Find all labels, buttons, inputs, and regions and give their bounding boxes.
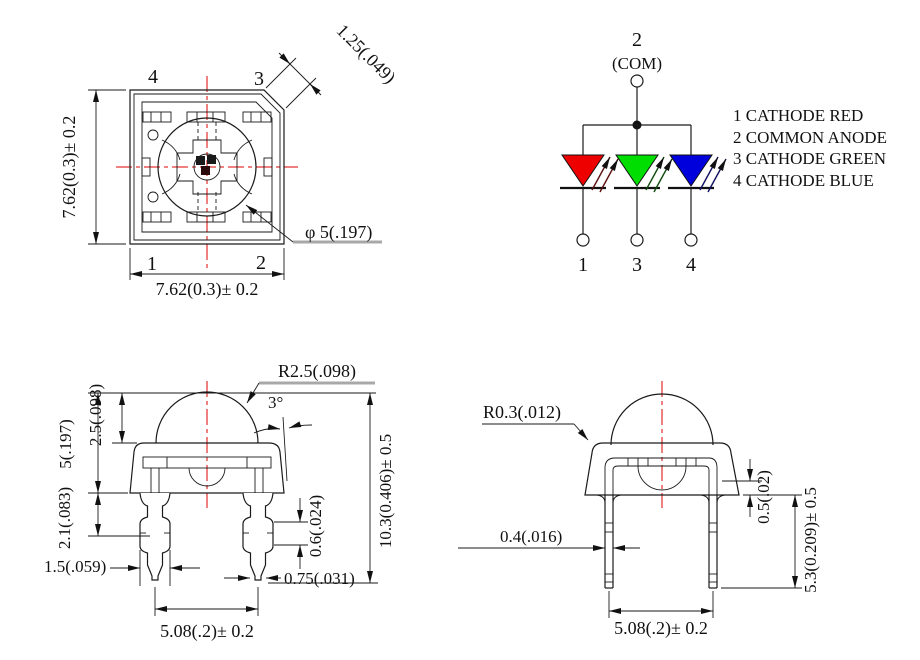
schematic: 2 (COM) 1 3 4 1 CA bbox=[560, 29, 887, 276]
top-view: 4 3 1 2 7.62(0.3)± 0.2 7.62(0.3)± 0.2 1.… bbox=[59, 20, 400, 300]
dim-corner-radius: R0.3(.012) bbox=[483, 402, 561, 423]
leadframe-outer bbox=[604, 457, 718, 495]
lead-left bbox=[604, 495, 614, 589]
hidden-lines bbox=[197, 122, 217, 212]
frame-notch-right bbox=[263, 157, 273, 177]
lead-right bbox=[708, 495, 718, 589]
leadframe-bar bbox=[142, 456, 272, 469]
lens-circle bbox=[157, 117, 257, 217]
schematic-pin-1: 1 bbox=[578, 254, 588, 276]
dim-standoff: 0.5(.02) bbox=[754, 470, 773, 524]
led-green-triangle bbox=[615, 154, 659, 187]
emission-arrows bbox=[591, 156, 727, 193]
body bbox=[584, 442, 740, 496]
pin-label-2: 2 bbox=[256, 252, 266, 274]
frame-hole-top bbox=[147, 129, 159, 141]
dim-dome-height: 2.5(.098) bbox=[86, 384, 105, 446]
schematic-pin-3: 3 bbox=[632, 254, 642, 276]
dim-dome-radius: R2.5(.098) bbox=[278, 361, 356, 382]
dome bbox=[155, 391, 259, 444]
dim-total-height: 10.3(0.406)± 0.5 bbox=[376, 434, 395, 548]
die-chip-3 bbox=[201, 166, 210, 175]
led-red-triangle bbox=[561, 154, 605, 187]
schematic-pin-2: 2 bbox=[632, 29, 642, 51]
legend-line-2: 2 COMMON ANODE bbox=[733, 128, 887, 147]
leadframe-ticks bbox=[627, 458, 697, 466]
schematic-pin-4: 4 bbox=[686, 254, 696, 276]
dim-package-width: 7.62(0.3)± 0.2 bbox=[156, 279, 259, 300]
dim-package-height: 7.62(0.3)± 0.2 bbox=[59, 116, 80, 219]
dim-pitch: 5.08(.2)± 0.2 bbox=[160, 621, 254, 642]
legend-line-4: 4 CATHODE BLUE bbox=[733, 171, 874, 190]
dome bbox=[610, 393, 714, 446]
die-chip-1 bbox=[196, 156, 205, 165]
dim-pitch: 5.08(.2)± 0.2 bbox=[614, 618, 708, 639]
lead-left bbox=[139, 492, 171, 581]
frame-cut-arcs bbox=[161, 139, 253, 195]
dim-lead-length: 5.3(0.209)± 0.5 bbox=[801, 487, 820, 593]
lead-flares bbox=[596, 494, 726, 504]
dim-lens-diameter: φ 5(.197) bbox=[305, 222, 372, 243]
terminal-3 bbox=[630, 233, 644, 247]
pin-label-3: 3 bbox=[254, 68, 264, 90]
die-chip-2 bbox=[207, 155, 216, 164]
legend-line-1: 1 CATHODE RED bbox=[733, 106, 863, 125]
package-outline bbox=[129, 89, 285, 245]
dim-shoulder-height: 2.1(.083) bbox=[55, 487, 74, 549]
terminal-1 bbox=[576, 233, 590, 247]
pin-label-4: 4 bbox=[148, 66, 158, 88]
terminal-top bbox=[630, 74, 644, 88]
leadframe-inner bbox=[612, 465, 710, 495]
pin-label-1: 1 bbox=[147, 253, 157, 275]
reflector-cup bbox=[188, 467, 226, 487]
dim-notch: 0.6(.024) bbox=[306, 495, 325, 557]
dim-lead-thickness: 0.4(.016) bbox=[500, 527, 562, 546]
legend-line-3: 3 CATHODE GREEN bbox=[733, 149, 886, 168]
dim-chamfer: 1.25(.049) bbox=[332, 20, 400, 88]
frame-hole-bottom bbox=[147, 191, 159, 203]
dim-draft-angle: 3° bbox=[268, 393, 283, 412]
reflector-cup bbox=[637, 465, 687, 491]
side-view: R0.3(.012) 0.5(.02) 5.3(0.209)± 0.5 0.4(… bbox=[458, 381, 820, 639]
front-view: R2.5(.098) 3° 2.5(.098) 5(.197) 2.1(.083… bbox=[44, 361, 395, 642]
lead-crimp-marks bbox=[605, 522, 717, 583]
terminal-4 bbox=[684, 233, 698, 247]
frame-notch-left bbox=[141, 157, 151, 177]
die-circle bbox=[193, 153, 221, 181]
package-inner-border bbox=[133, 93, 281, 241]
led-blue-triangle bbox=[669, 154, 713, 187]
dim-lead-width: 1.5(.059) bbox=[44, 557, 106, 576]
lead-right bbox=[242, 492, 274, 581]
dim-tip-width: 0.75(.031) bbox=[284, 569, 355, 588]
dim-body-height: 5(.197) bbox=[56, 419, 75, 469]
schematic-com-label: (COM) bbox=[612, 54, 662, 73]
body bbox=[129, 442, 285, 494]
